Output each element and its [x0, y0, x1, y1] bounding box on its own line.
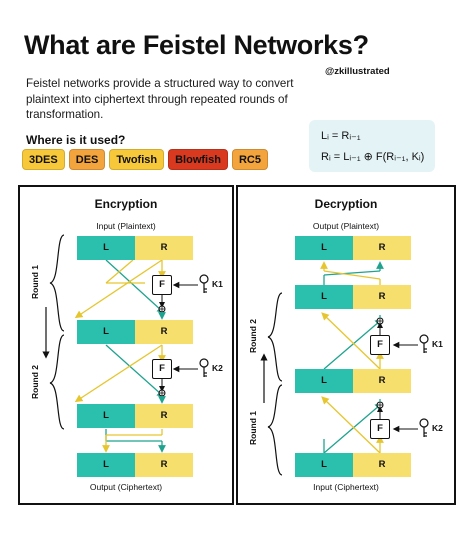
- encryption-output-label: Output (Ciphertext): [89, 482, 163, 492]
- dec-key2-label: K2: [432, 423, 443, 433]
- intro-text: Feistel networks provide a structured wa…: [26, 77, 294, 121]
- decryption-panel: Decryption Output (Plaintext) Input (Cip…: [236, 185, 456, 505]
- enc-round2-right: R: [135, 404, 193, 428]
- decryption-wiring: [260, 261, 429, 476]
- tag-3des: 3DES: [22, 149, 65, 170]
- dec-f-box-2: F: [370, 419, 390, 439]
- key-icon: [419, 418, 429, 437]
- dec-round2-label: Round 2: [248, 319, 258, 353]
- key-icon: [419, 334, 429, 353]
- dec-output-left: L: [295, 236, 353, 260]
- where-used-heading: Where is it used?: [26, 133, 126, 147]
- round2-brace: [49, 334, 65, 430]
- decryption-input-label: Input (Ciphertext): [313, 482, 379, 492]
- dec-output-right: R: [353, 236, 411, 260]
- enc-output-left: L: [77, 453, 135, 477]
- enc-input-right: R: [135, 236, 193, 260]
- tag-twofish: Twofish: [109, 149, 165, 170]
- enc-round1-right: R: [135, 320, 193, 344]
- tag-blowfish: Blowfish: [168, 149, 228, 170]
- enc-input-left: L: [77, 236, 135, 260]
- enc-round2-label: Round 2: [30, 365, 40, 399]
- dec-round1-right: R: [353, 369, 411, 393]
- dec-round2-brace: [267, 292, 283, 382]
- feistel-formula: Lᵢ = Rᵢ₋₁ Rᵢ = Lᵢ₋₁ ⊕ F(Rᵢ₋₁, Kᵢ): [309, 120, 435, 172]
- author-handle: @zkillustrated: [325, 66, 390, 77]
- enc-output-right: R: [135, 453, 193, 477]
- dec-round1-left: L: [295, 369, 353, 393]
- formula-left: Lᵢ = Rᵢ₋₁: [321, 130, 361, 142]
- dec-input-right: R: [353, 453, 411, 477]
- dec-input-left: L: [295, 453, 353, 477]
- algorithm-tags: 3DES DES Twofish Blowfish RC5: [22, 149, 268, 170]
- enc-key1-label: K1: [212, 279, 223, 289]
- enc-round1-left: L: [77, 320, 135, 344]
- decryption-output-label: Output (Plaintext): [312, 221, 380, 231]
- enc-round1-label: Round 1: [30, 265, 40, 299]
- enc-round2-left: L: [77, 404, 135, 428]
- enc-f-box-1: F: [152, 275, 172, 295]
- formula-right: Rᵢ = Lᵢ₋₁ ⊕ F(Rᵢ₋₁, Kᵢ): [321, 151, 425, 163]
- encryption-title: Encryption: [94, 197, 158, 211]
- encryption-wiring: [42, 234, 209, 453]
- dec-round2-left: L: [295, 285, 353, 309]
- encryption-input-label: Input (Plaintext): [96, 221, 156, 231]
- enc-key2-label: K2: [212, 363, 223, 373]
- enc-f-box-2: F: [152, 359, 172, 379]
- encryption-panel: Encryption Input (Plaintext) Output (Cip…: [18, 185, 234, 505]
- round1-brace: [49, 234, 65, 332]
- dec-key1-label: K1: [432, 339, 443, 349]
- dec-round2-right: R: [353, 285, 411, 309]
- tag-des: DES: [68, 149, 106, 170]
- dec-f-box-1: F: [370, 335, 390, 355]
- page-title: What are Feistel Networks?: [24, 30, 369, 60]
- tag-rc5: RC5: [231, 149, 268, 170]
- key-icon: [199, 358, 209, 377]
- decryption-title: Decryption: [314, 197, 378, 211]
- dec-round1-label: Round 1: [248, 411, 258, 445]
- key-icon: [199, 274, 209, 293]
- dec-round1-brace: [267, 384, 283, 476]
